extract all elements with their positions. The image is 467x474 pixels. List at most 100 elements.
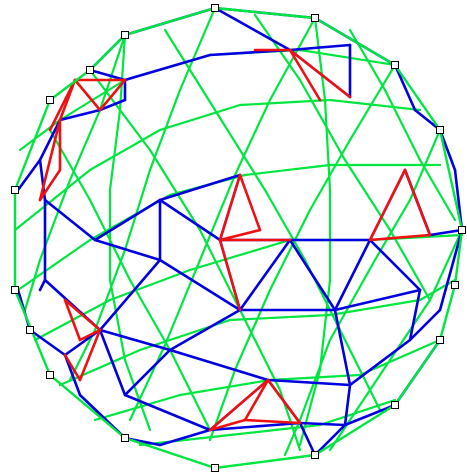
blue-strut bbox=[98, 258, 162, 332]
blue-strut bbox=[38, 118, 62, 162]
green-strut bbox=[123, 168, 152, 252]
red-strut bbox=[38, 168, 62, 202]
blue-strut bbox=[238, 238, 292, 312]
green-strut bbox=[88, 128, 162, 172]
green-strut bbox=[408, 128, 442, 202]
silhouette-node-marker bbox=[46, 371, 54, 379]
blue-strut bbox=[393, 63, 417, 112]
red-strut bbox=[78, 328, 102, 382]
blue-strut bbox=[168, 308, 242, 352]
green-strut bbox=[163, 258, 202, 347]
blue-strut bbox=[168, 348, 270, 382]
blue-strut bbox=[368, 238, 422, 292]
green-strut bbox=[148, 148, 202, 232]
blue-strut bbox=[288, 238, 337, 312]
blue-strut bbox=[38, 278, 47, 292]
blue-strut bbox=[313, 423, 347, 457]
green-strut bbox=[123, 358, 152, 432]
outline-edge bbox=[88, 33, 127, 72]
green-strut bbox=[358, 338, 442, 377]
outline-edge bbox=[313, 403, 397, 457]
blue-strut bbox=[93, 238, 162, 262]
blue-strut bbox=[333, 238, 372, 312]
blue-strut bbox=[16, 158, 42, 192]
red-strut bbox=[63, 353, 82, 382]
outline-edge bbox=[438, 283, 457, 342]
silhouette-node-marker bbox=[391, 61, 399, 69]
blue-strut bbox=[123, 348, 172, 397]
silhouette-node-markers bbox=[11, 4, 466, 472]
green-strut bbox=[128, 278, 172, 352]
red-strut bbox=[38, 118, 62, 202]
red-strut bbox=[63, 298, 82, 342]
silhouette-node-marker bbox=[458, 226, 466, 234]
outline-edge bbox=[123, 6, 217, 37]
blue-strut bbox=[88, 68, 127, 82]
blue-strut bbox=[98, 328, 172, 352]
green-strut bbox=[108, 278, 127, 362]
outline-edge bbox=[453, 228, 464, 287]
green-strut bbox=[238, 98, 332, 107]
blue-strut bbox=[158, 198, 222, 242]
red-strut bbox=[218, 173, 242, 242]
green-strut bbox=[233, 288, 272, 372]
blue-strut bbox=[333, 288, 422, 312]
green-strut bbox=[298, 338, 332, 422]
red-strut bbox=[368, 233, 432, 242]
green-strut bbox=[313, 16, 327, 102]
green-strut bbox=[253, 13, 302, 82]
silhouette-node-marker bbox=[311, 451, 319, 459]
blue-strut bbox=[158, 428, 212, 447]
red-strut bbox=[266, 378, 302, 425]
green-strut bbox=[323, 98, 332, 192]
silhouette-node-marker bbox=[11, 186, 19, 194]
red-strut bbox=[98, 78, 127, 112]
green-strut bbox=[188, 238, 292, 272]
green-strut bbox=[163, 28, 217, 112]
outline-edge bbox=[48, 68, 92, 102]
silhouette-node-marker bbox=[311, 14, 319, 22]
green-strut bbox=[268, 208, 312, 292]
silhouette-node-marker bbox=[121, 31, 129, 39]
green-strut bbox=[383, 88, 422, 162]
red-strut bbox=[238, 173, 262, 232]
blue-strut bbox=[408, 288, 422, 342]
green-strut bbox=[158, 103, 242, 132]
blue-strut bbox=[98, 328, 127, 397]
red-strut-layer bbox=[38, 48, 432, 432]
green-strut bbox=[263, 188, 307, 262]
red-strut bbox=[218, 238, 242, 312]
green-strut bbox=[168, 348, 212, 432]
green-strut bbox=[343, 158, 392, 232]
blue-strut bbox=[208, 421, 302, 432]
red-strut bbox=[403, 168, 432, 237]
red-strut bbox=[243, 418, 302, 425]
green-strut bbox=[108, 108, 122, 192]
green-strut bbox=[48, 128, 92, 202]
green-strut bbox=[283, 418, 302, 457]
blue-strut bbox=[266, 378, 352, 387]
outline-edge bbox=[123, 436, 217, 470]
green-strut bbox=[233, 98, 272, 177]
outline-edge bbox=[313, 16, 397, 67]
green-strut bbox=[23, 258, 42, 312]
green-strut bbox=[198, 228, 242, 312]
green-strut bbox=[128, 343, 167, 422]
green-strut bbox=[348, 63, 397, 142]
green-strut bbox=[213, 108, 267, 192]
green-strut bbox=[93, 393, 182, 422]
blue-strut bbox=[348, 338, 412, 387]
outline-edge bbox=[393, 338, 442, 407]
blue-strut bbox=[98, 98, 127, 112]
red-strut bbox=[243, 378, 270, 422]
green-strut bbox=[228, 313, 332, 322]
outline-edge bbox=[393, 63, 442, 132]
outline-edge bbox=[213, 453, 317, 470]
silhouette-node-marker bbox=[451, 281, 459, 289]
green-strut bbox=[418, 158, 457, 222]
green-strut bbox=[178, 378, 272, 397]
green-strut bbox=[298, 78, 347, 162]
green-strut bbox=[238, 308, 282, 392]
